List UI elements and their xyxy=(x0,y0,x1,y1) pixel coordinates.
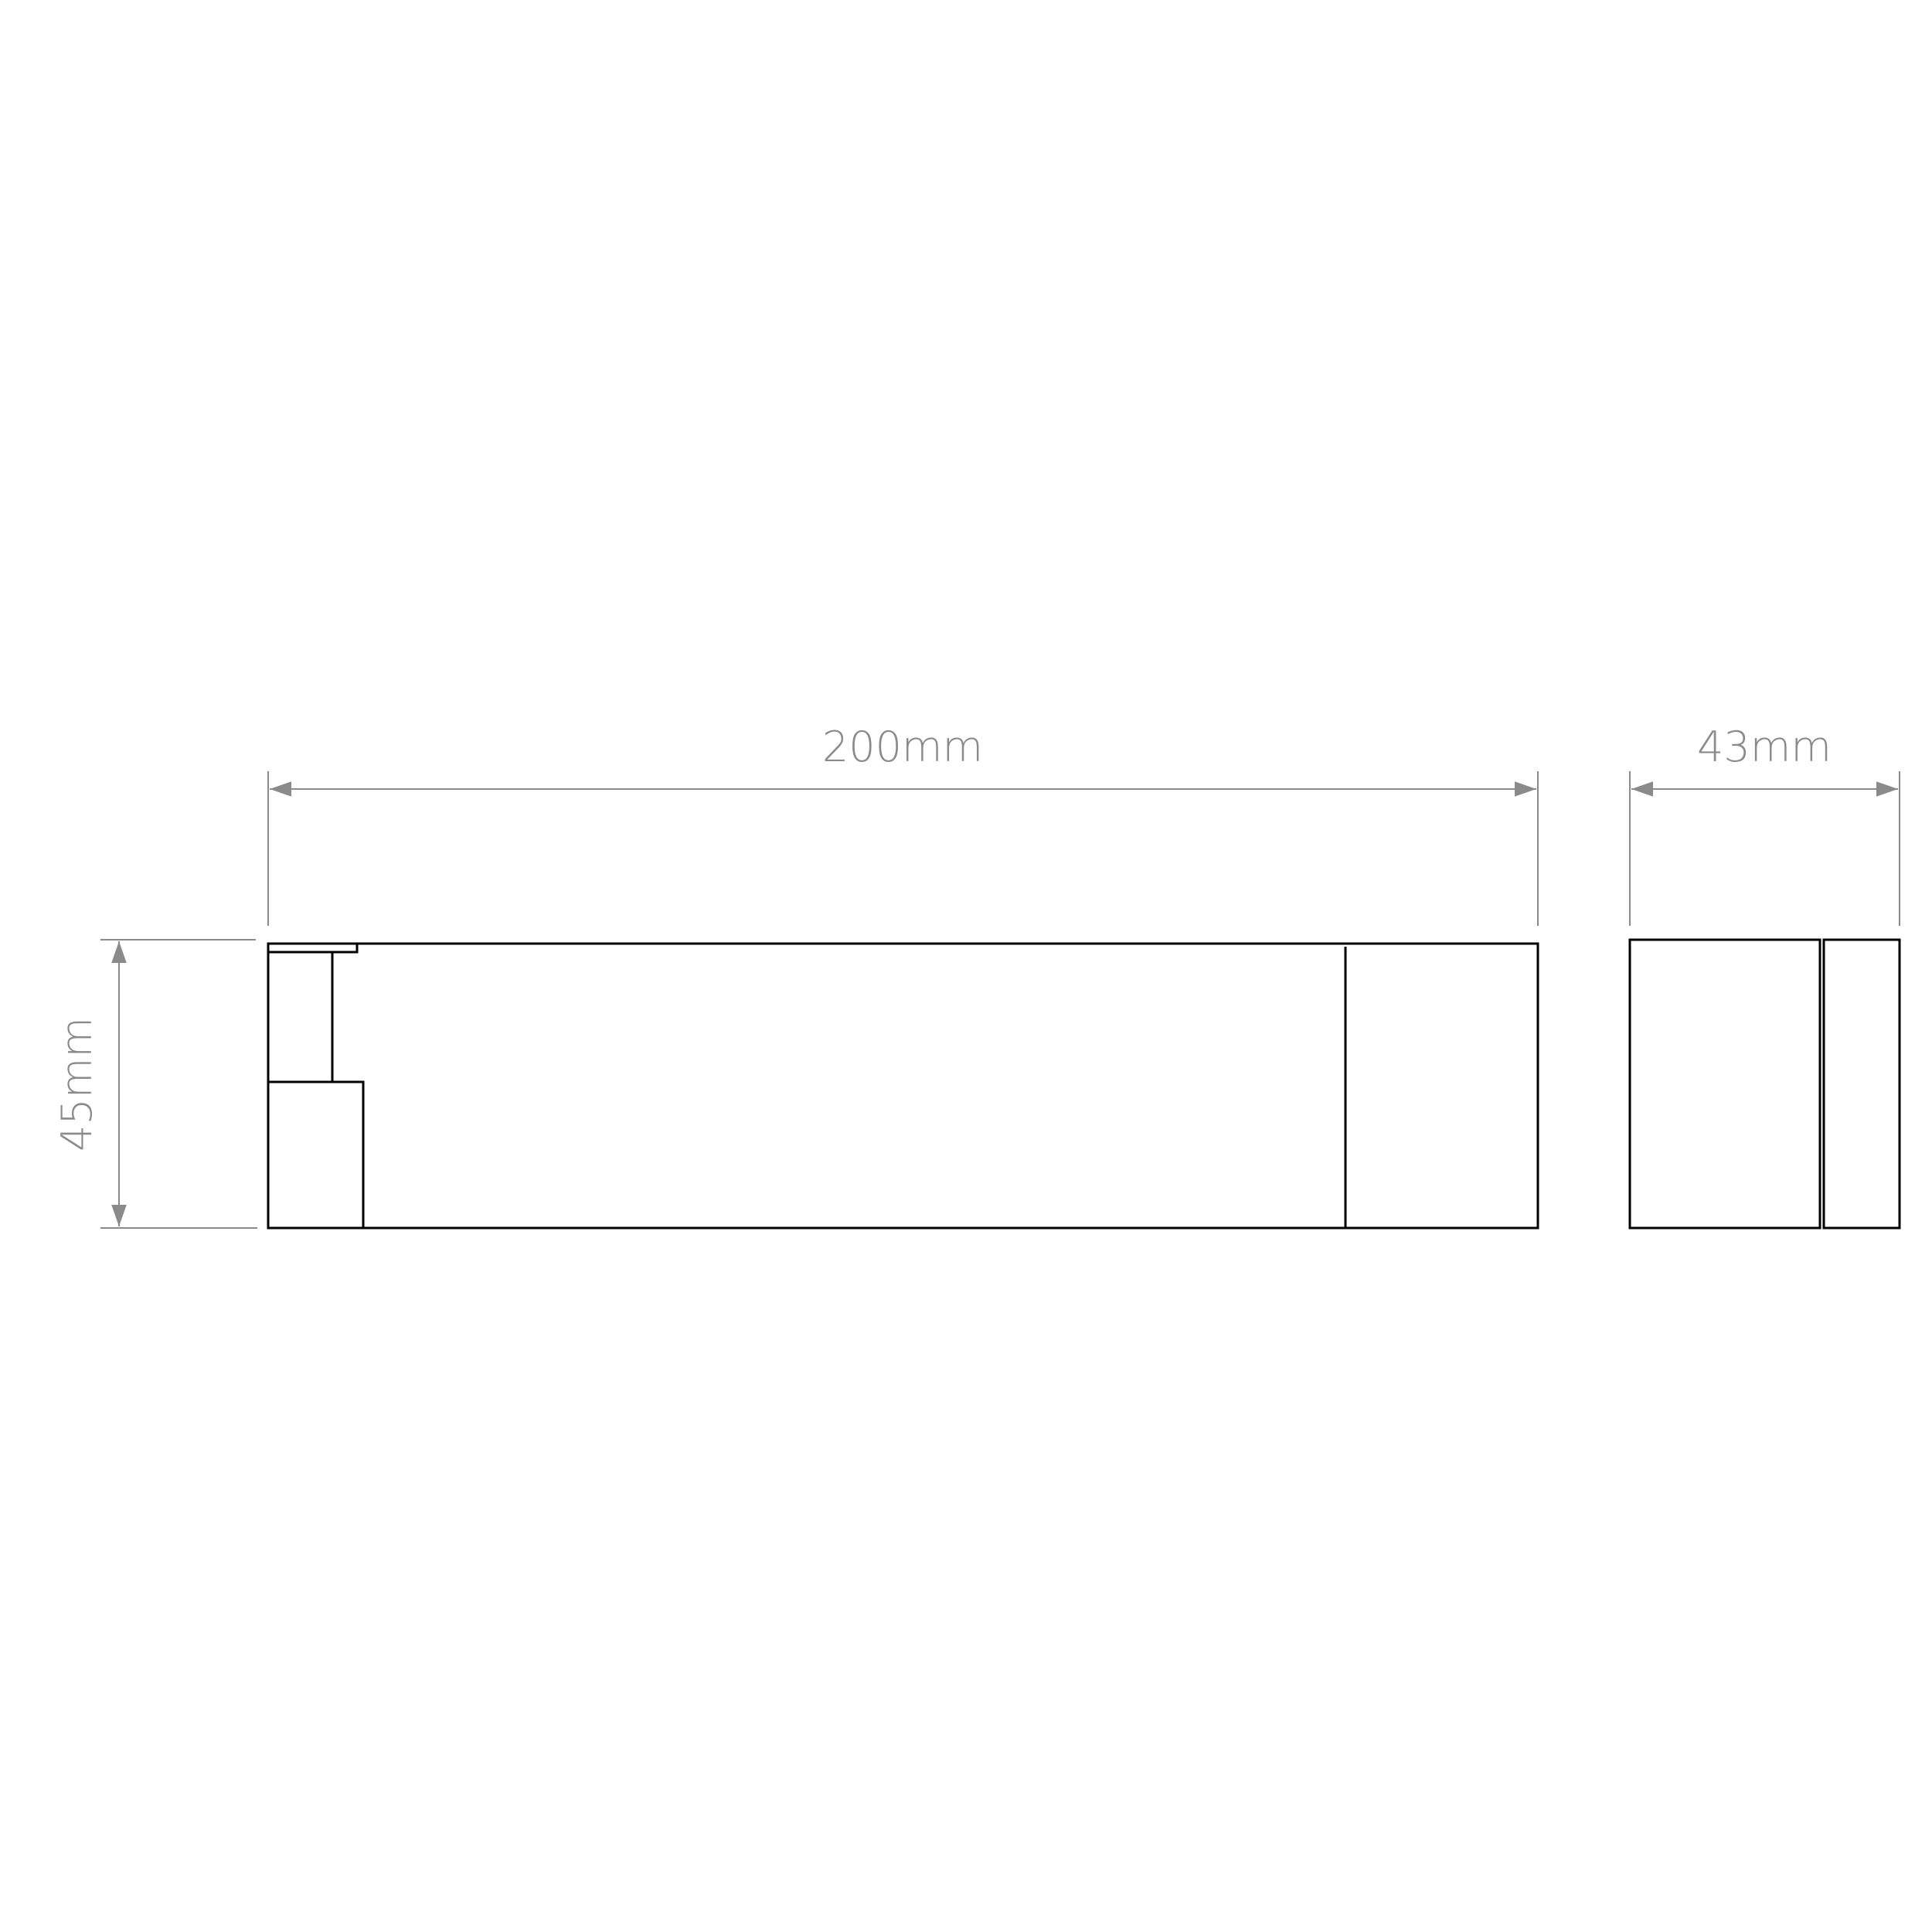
width-label: 43mm xyxy=(1697,723,1832,771)
height-label: 45mm xyxy=(53,1017,101,1151)
length-label: 200mm xyxy=(822,723,983,771)
length-dimension xyxy=(267,771,1539,926)
side-body xyxy=(1628,938,1821,1230)
body-outline xyxy=(267,942,1539,1230)
front-view xyxy=(267,942,1539,1230)
top-mounting-strip xyxy=(267,942,359,954)
side-cap xyxy=(1822,938,1901,1230)
width-dimension xyxy=(1629,771,1900,926)
end-cap-block xyxy=(267,1080,365,1230)
side-view xyxy=(1628,938,1901,1230)
height-dimension xyxy=(100,939,257,1229)
